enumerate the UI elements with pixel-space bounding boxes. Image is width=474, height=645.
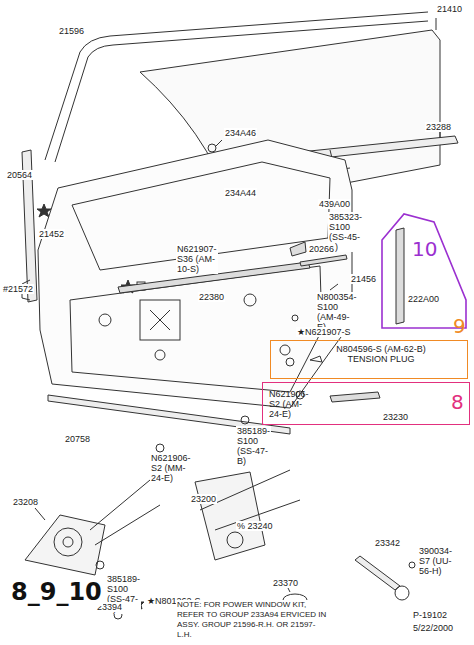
part-number: 22380 <box>198 292 225 302</box>
part-number: 439A00 <box>318 199 351 209</box>
part-number: N804596-S (AM-62-B) TENSION PLUG <box>333 344 429 364</box>
part-number: P-19102 <box>412 610 448 620</box>
part-number: #21572 <box>2 284 34 294</box>
callout-group: 9N804596-S (AM-62-B) TENSION PLUG <box>270 340 468 379</box>
part-number: 21410 <box>436 4 463 14</box>
part-number: 21456 <box>350 274 377 284</box>
part-number: 20266 <box>308 244 335 254</box>
part-number: N621907-S36 (AM-10-S) <box>176 244 218 274</box>
part-number: 23230 <box>383 412 408 422</box>
part-number: 20758 <box>64 434 91 444</box>
group-outline <box>378 212 468 330</box>
part-number: 23370 <box>272 578 299 588</box>
part-number: 21596 <box>58 26 85 36</box>
part-number: 390034-S7 (UU-56-H) <box>418 546 453 576</box>
part-number: N800354-S100 (AM-49-E) <box>316 292 358 332</box>
part-number: 23200 <box>190 494 217 504</box>
part-number: N621906-S2 (MM-24-E) <box>150 453 192 483</box>
part-number: N621906-S2 (AM-24-E) <box>269 389 309 419</box>
part-number: 234A44 <box>224 188 257 198</box>
callout-number: 10 <box>412 238 437 260</box>
part-number: % 23240 <box>236 521 274 531</box>
callout-number: 8 <box>451 391 464 413</box>
part-number: ★N621907-S <box>296 327 352 337</box>
part-number: 234A46 <box>224 128 257 138</box>
part-number: 5/22/2000 <box>412 623 454 633</box>
part-number: 20564 <box>6 170 33 180</box>
note: NOTE: FOR POWER WINDOW KIT, REFER TO GRO… <box>176 600 328 640</box>
part-number: 385189-S100 (SS-47-B) <box>236 426 271 466</box>
part-number: 23208 <box>12 497 39 507</box>
part-number: 222A00 <box>408 294 439 304</box>
part-number: 21452 <box>38 229 65 239</box>
figure-id: 8_9_10 <box>10 578 103 606</box>
callout-number: 9 <box>453 315 466 337</box>
part-number: 23342 <box>374 538 401 548</box>
callout-group: 8 N621906-S2 (AM-24-E) 23230 <box>262 382 470 425</box>
callout-group: 10 222A00 <box>378 212 468 330</box>
part-number: 23288 <box>425 122 452 132</box>
